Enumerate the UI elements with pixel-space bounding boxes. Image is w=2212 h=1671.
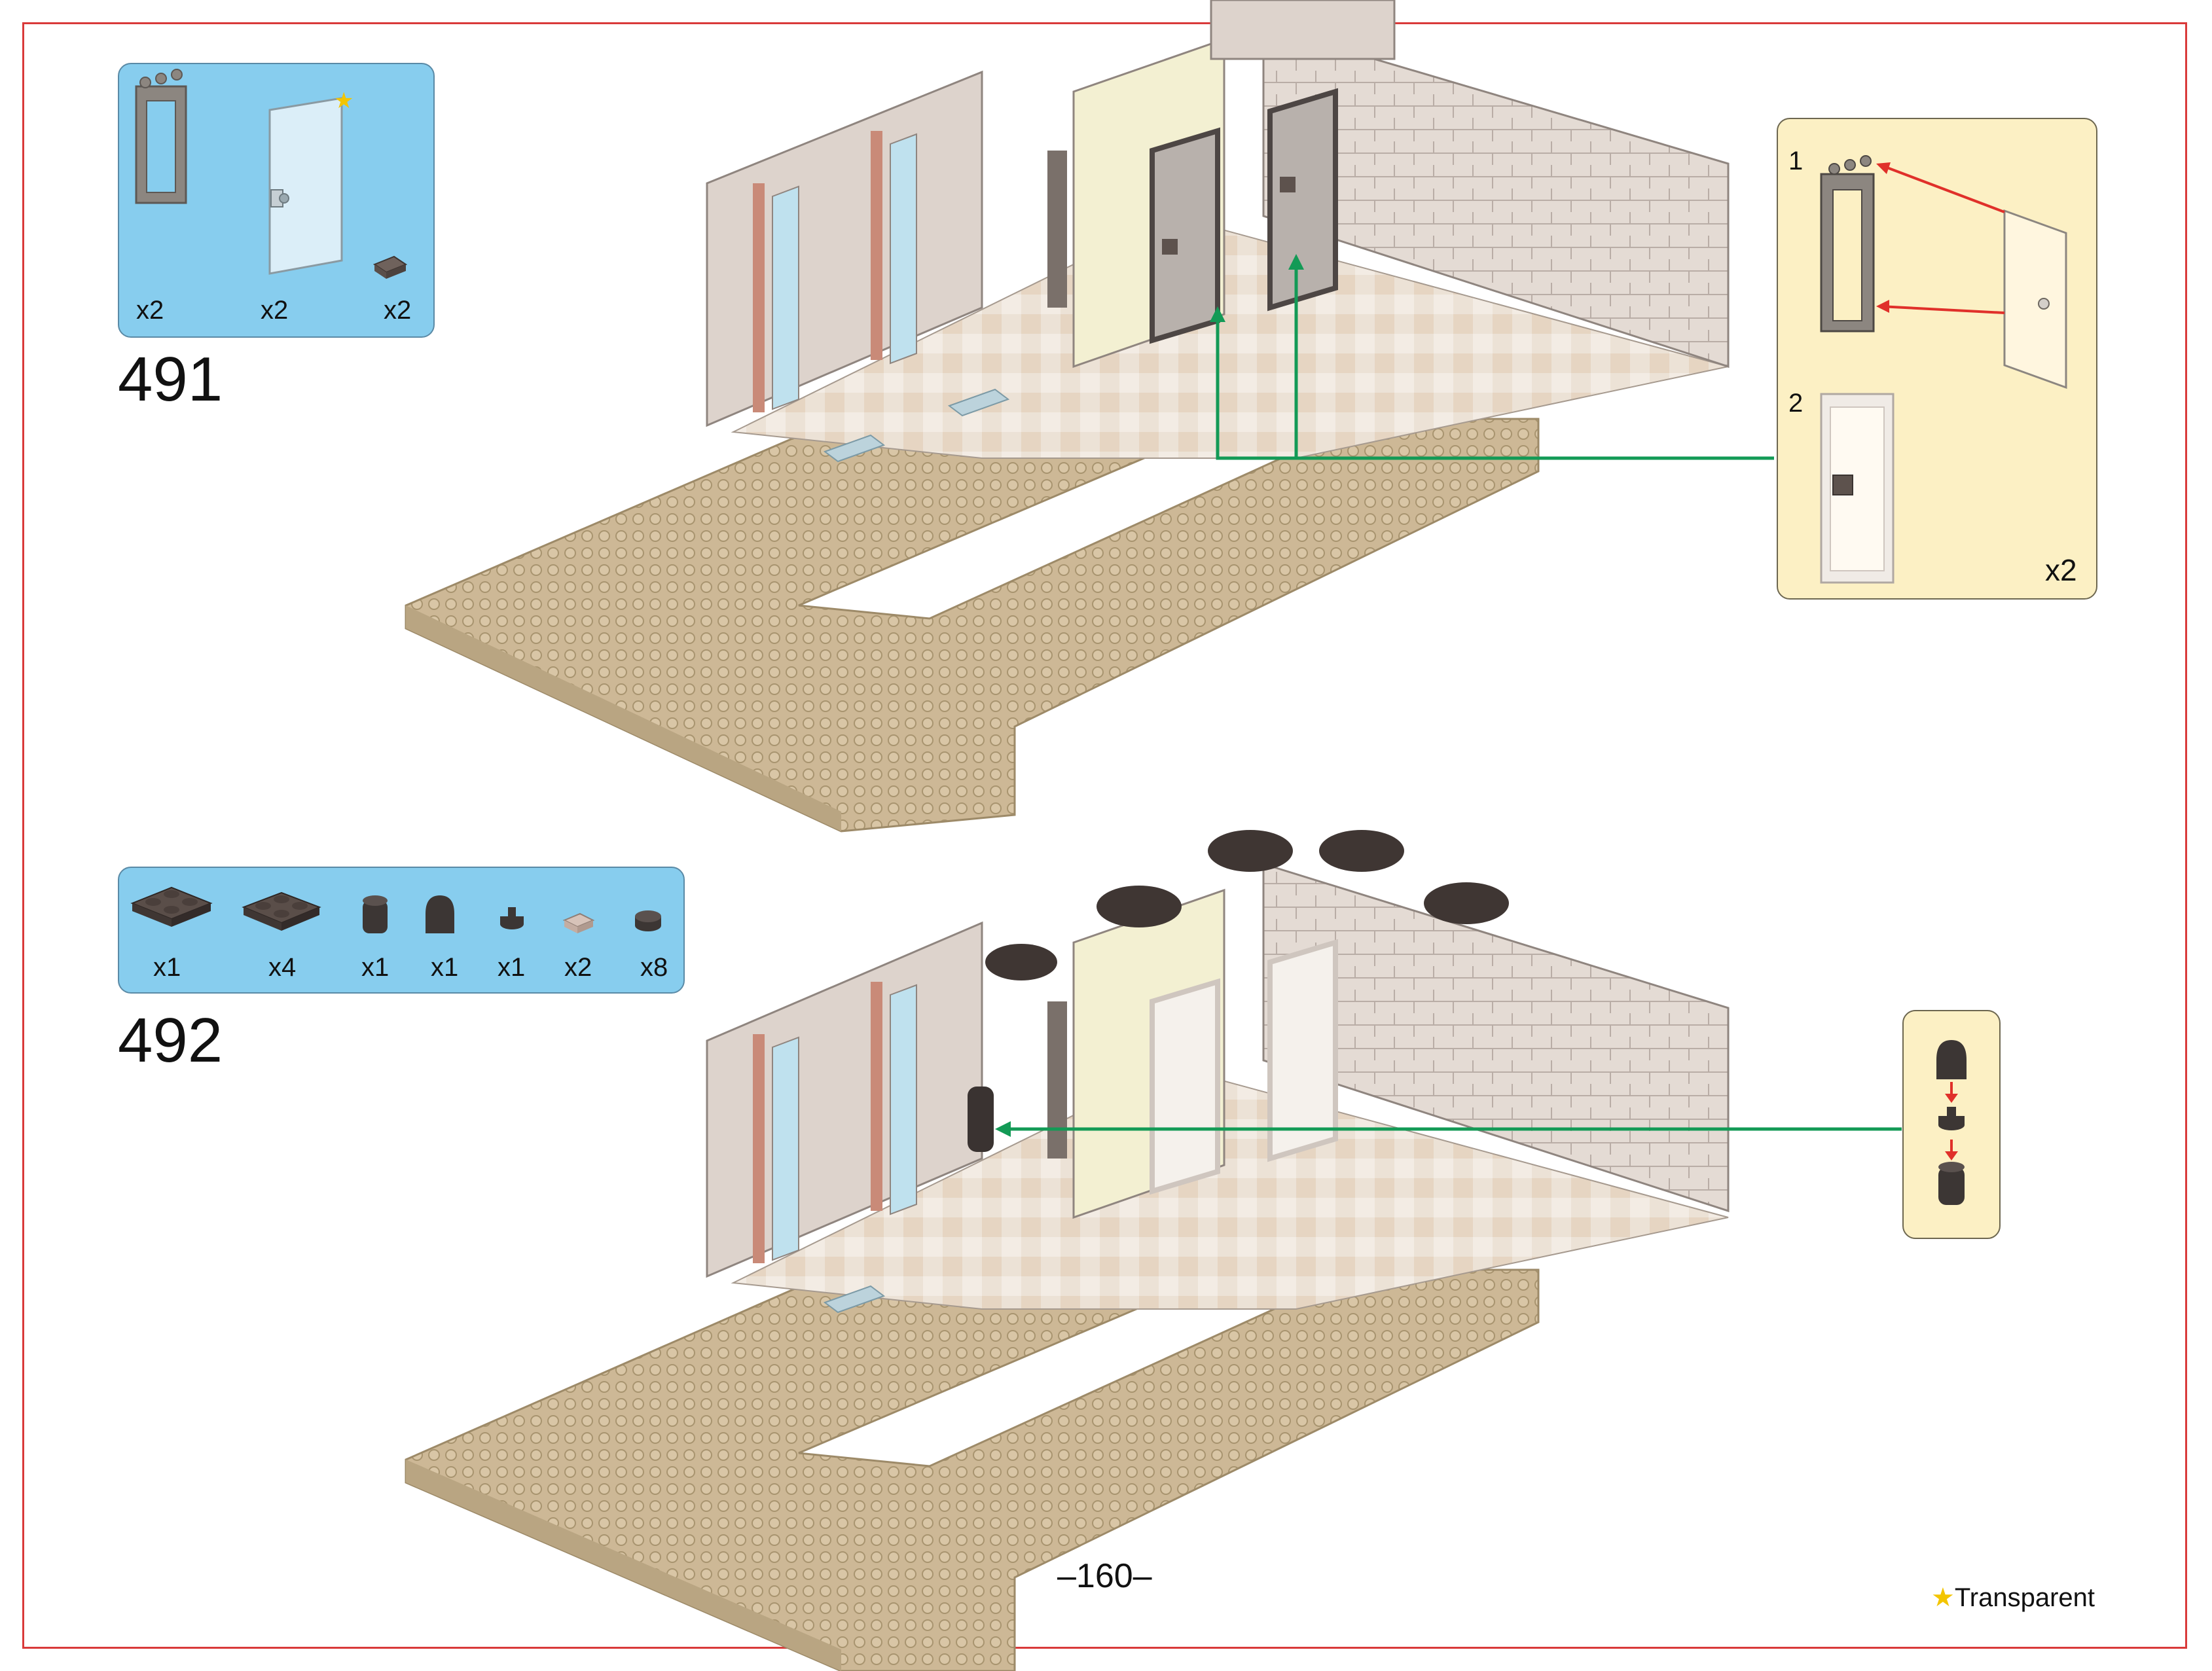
part-qty: x2	[261, 296, 289, 325]
substep-number: 1	[1788, 147, 1804, 175]
part-qty: x1	[498, 953, 526, 982]
door-frame-icon	[135, 69, 187, 204]
step-number: 491	[118, 344, 223, 414]
part-qty: x8	[640, 953, 668, 982]
step-492-parts-list: x1 x4 x1 x1 x1 x2 x8	[118, 867, 685, 994]
legend-label: Transparent	[1954, 1583, 2095, 1612]
assembled-door-icon	[1820, 393, 1895, 584]
door-frame-icon	[1820, 155, 1875, 332]
round-brick-icon	[363, 895, 388, 933]
part-qty: x4	[268, 953, 297, 982]
red-assembly-arrows	[1945, 1082, 1958, 1160]
star-icon: ★	[1931, 1583, 1955, 1612]
dome-brick-icon	[426, 895, 454, 933]
tile-1x1-icon	[372, 255, 408, 279]
assembly-multiplier: x2	[2045, 553, 2077, 587]
step-491-arrows	[1210, 254, 1774, 460]
step-492-subassembly-callout	[1902, 1010, 2001, 1239]
round-plate-small-icon	[500, 907, 524, 929]
transparent-door-icon	[2003, 209, 2067, 389]
step-491-subassembly-callout: 1 2 x2	[1777, 118, 2097, 600]
part-qty: x2	[564, 953, 592, 982]
round-brick-icon	[1938, 1162, 1965, 1205]
round-plate-small-icon	[1938, 1107, 1965, 1130]
red-assembly-arrows	[1876, 162, 2005, 314]
tile-1x1-icon	[562, 912, 595, 933]
part-qty: x2	[384, 296, 412, 325]
transparent-door-icon	[268, 97, 343, 275]
part-qty: x1	[153, 953, 181, 982]
step-491-model	[405, 0, 1730, 833]
part-qty: x1	[431, 953, 459, 982]
part-qty: x2	[136, 296, 164, 325]
page-number: –160–	[1057, 1557, 1152, 1595]
transparent-legend: ★Transparent	[1931, 1583, 2095, 1613]
round-plate-icon	[635, 910, 661, 931]
substep-number: 2	[1788, 389, 1804, 418]
plate-2x2-icon	[130, 886, 213, 927]
transparent-star-icon: ★	[334, 88, 354, 113]
step-number: 492	[118, 1005, 223, 1075]
page-border	[22, 22, 2187, 1649]
dome-brick-icon	[1936, 1040, 1967, 1079]
step-491-parts-list: ★ x2 x2 x2	[118, 63, 435, 338]
part-qty: x1	[361, 953, 390, 982]
step-492-model	[405, 830, 1730, 1671]
plate-2x2-icon	[242, 891, 321, 931]
step-492-arrow	[995, 1121, 1902, 1137]
